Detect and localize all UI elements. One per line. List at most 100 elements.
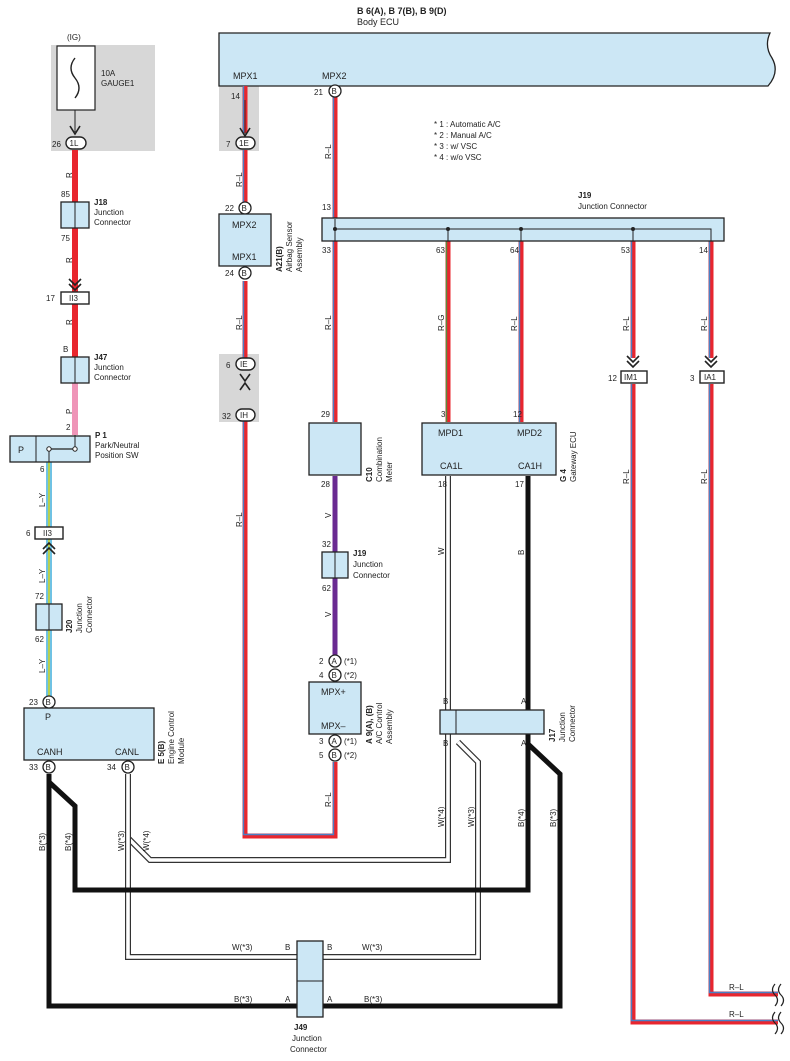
lbl-r-1: R xyxy=(65,172,74,178)
chevron-down-icon-ia1 xyxy=(704,355,718,369)
connector-ie-pin: 6 xyxy=(226,361,231,370)
wire-rl-group xyxy=(242,86,778,1025)
j19-top-ref: J19 xyxy=(578,191,592,200)
j47-pin-2: 2 xyxy=(66,423,71,432)
lbl-p: P xyxy=(65,409,74,414)
j19-pin-13: 13 xyxy=(322,203,331,212)
ac-pin-top1: 2 xyxy=(319,657,324,666)
ac-note-top1: (*1) xyxy=(344,657,357,666)
gateway-pin-12: 12 xyxy=(513,410,522,419)
airbag-mpx2: MPX2 xyxy=(232,220,257,230)
pin-21: 21 xyxy=(314,88,323,97)
p1-name1: Park/Neutral xyxy=(95,441,140,450)
ii3-mid-pin: 6 xyxy=(26,529,31,538)
ac-conn-top2: B xyxy=(332,671,337,680)
lbl-w4-ecm: W(*4) xyxy=(142,830,151,851)
connector-1e-pin: 7 xyxy=(226,140,231,149)
lbl-rl-b3: R–L xyxy=(324,792,333,807)
lbl-b: B xyxy=(517,550,526,555)
break-mark-icon-3 xyxy=(771,1011,779,1035)
gateway-mpd1: MPD1 xyxy=(438,428,463,438)
airbag-pin-24: 24 xyxy=(225,269,234,278)
body-ecu-mpx1: MPX1 xyxy=(233,71,258,81)
lbl-rl-out-2: R–L xyxy=(729,1010,744,1019)
ecm-name2: Module xyxy=(177,737,186,764)
airbag-name1: Airbag Sensor xyxy=(285,221,294,272)
lbl-b3-ecm: B(*3) xyxy=(38,832,47,851)
break-mark-icon xyxy=(771,983,779,1007)
gateway-name: Gateway ECU xyxy=(569,431,578,482)
lbl-rg: R–G xyxy=(437,315,446,331)
lbl-rl-a3: R–L xyxy=(235,512,244,527)
j19-pin-53: 53 xyxy=(621,246,630,255)
lbl-rl-d1: R–L xyxy=(622,316,631,331)
j47-ref: J47 xyxy=(94,353,108,362)
gateway-ca1l: CA1L xyxy=(440,461,463,471)
lbl-ly-2: L–Y xyxy=(38,568,47,583)
lbl-w3-gw: W(*3) xyxy=(467,806,476,827)
lbl-w3-ecm: W(*3) xyxy=(117,830,126,851)
j49-b-left: B xyxy=(285,943,290,952)
ac-note-top2: (*2) xyxy=(344,671,357,680)
pin-14: 14 xyxy=(231,92,240,101)
body-ecu-name: Body ECU xyxy=(357,17,399,27)
connector-ih xyxy=(235,408,256,422)
j47-name2: Connector xyxy=(94,373,131,382)
body-ecu-mpx2: MPX2 xyxy=(322,71,347,81)
connector-1l xyxy=(65,136,87,150)
connector-1l-label: 1L xyxy=(70,139,79,148)
connector-ii3-top xyxy=(60,291,90,305)
lbl-b3-j49-left: B(*3) xyxy=(234,995,253,1004)
ecm-pin-23: 23 xyxy=(29,698,38,707)
fuse-box xyxy=(56,45,96,111)
gateway-mpd2: MPD2 xyxy=(517,428,542,438)
ecm-pin-34: 34 xyxy=(107,763,116,772)
lbl-rl-e2: R–L xyxy=(700,469,709,484)
j20-pin-72: 72 xyxy=(35,592,44,601)
lbl-b4-ecm: B(*4) xyxy=(64,832,73,851)
connector-ih-label: IH xyxy=(240,411,248,420)
ac-mpx-minus: MPX– xyxy=(321,721,346,731)
connector-1e xyxy=(235,136,256,150)
connector-ie-label: IE xyxy=(240,360,248,369)
j49-ref: J49 xyxy=(294,1023,308,1032)
chevron-down-icon-im1 xyxy=(626,355,640,369)
connector-im1 xyxy=(620,370,648,384)
j19-pin-33: 33 xyxy=(322,246,331,255)
j19-mid-name1: Junction xyxy=(353,560,383,569)
airbag-mpx1: MPX1 xyxy=(232,252,257,262)
ia1-pin: 3 xyxy=(690,374,695,383)
note-1: * 1 : Automatic A/C xyxy=(434,120,501,129)
ecm-name1: Engine Control xyxy=(167,711,176,764)
j19-mid-name2: Connector xyxy=(353,571,390,580)
gateway-ref: G 4 xyxy=(559,469,568,482)
ecm-box xyxy=(23,707,155,761)
gateway-ca1h: CA1H xyxy=(518,461,542,471)
ac-pin-bot1: 3 xyxy=(319,737,324,746)
fuse-pin-26: 26 xyxy=(52,140,61,149)
lbl-b3-j49-right: B(*3) xyxy=(364,995,383,1004)
j17-b-top: B xyxy=(443,697,448,706)
lbl-b3-gw: B(*3) xyxy=(549,808,558,827)
j17-ref: J17 xyxy=(548,728,557,742)
j17-a-top: A xyxy=(521,697,527,706)
fuse-arrow-icon xyxy=(69,125,81,136)
ecm-label-p: P xyxy=(45,712,51,722)
gateway-pin-17: 17 xyxy=(515,480,524,489)
j20-name1: Junction xyxy=(75,603,84,633)
im1-label: IM1 xyxy=(624,373,638,382)
airbag-box xyxy=(218,213,272,267)
p1-pin-6: 6 xyxy=(40,465,45,474)
lbl-b4-gw: B(*4) xyxy=(517,808,526,827)
lbl-rl-d2: R–L xyxy=(622,469,631,484)
ii3-top-label: II3 xyxy=(69,294,78,303)
j20-pin-62: 62 xyxy=(35,635,44,644)
lbl-rl-b1: R–L xyxy=(324,144,333,159)
j19-mid-ref: J19 xyxy=(353,549,367,558)
ii3-top-pin: 17 xyxy=(46,294,55,303)
chevron-up-icon xyxy=(42,541,56,555)
j17-b-bot: B xyxy=(443,739,448,748)
c10-pin-29: 29 xyxy=(321,410,330,419)
j18-name1: Junction xyxy=(94,208,124,217)
fuse-supply: (IG) xyxy=(67,33,81,42)
